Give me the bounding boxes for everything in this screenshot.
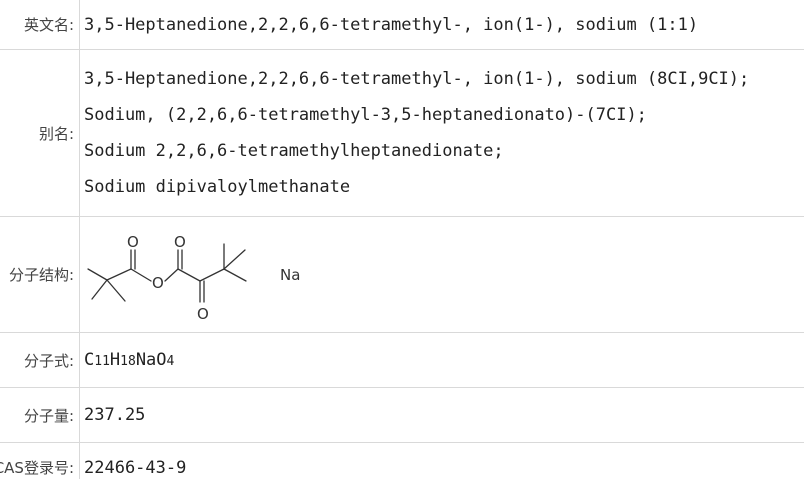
alias-line-3: Sodium 2,2,6,6-tetramethylheptanedionate… — [84, 141, 504, 161]
row-structure: 分子结构: — [0, 216, 804, 332]
row-english-name: 英文名: 3,5-Heptanedione,2,2,6,6-tetramethy… — [0, 0, 804, 49]
formula-part-nao: NaO — [135, 350, 167, 370]
alias-value: 3,5-Heptanedione,2,2,6,6-tetramethyl-, i… — [84, 50, 749, 216]
atom-o-bottom: O — [197, 305, 209, 323]
structure-label: 分子结构: — [8, 266, 74, 284]
alias-line-4: Sodium dipivaloylmethanate — [84, 177, 351, 197]
formula-part-h: H — [109, 350, 121, 370]
weight-value: 237.25 — [84, 405, 146, 425]
english-name-value: 3,5-Heptanedione,2,2,6,6-tetramethyl-, i… — [84, 14, 699, 35]
alias-label: 别名: — [38, 124, 74, 143]
cas-label: CAS登录号: — [0, 459, 74, 477]
row-alias: 别名: 3,5-Heptanedione,2,2,6,6-tetramethyl… — [0, 49, 804, 216]
structure-value: O O O O Na — [80, 217, 320, 332]
weight-label: 分子量: — [23, 406, 74, 425]
formula-label: 分子式: — [23, 351, 74, 370]
column-divider — [79, 0, 80, 479]
atom-o-top-right: O — [174, 233, 186, 251]
molecular-structure-diagram: O O O O Na — [87, 233, 300, 323]
alias-line-2: Sodium, (2,2,6,6-tetramethyl-3,5-heptane… — [84, 105, 647, 125]
alias-line-1: 3,5-Heptanedione,2,2,6,6-tetramethyl-, i… — [84, 69, 750, 89]
atom-o-top-left: O — [127, 233, 139, 251]
row-cas: CAS登录号: 22466-43-9 — [0, 442, 804, 492]
row-weight: 分子量: 237.25 — [0, 387, 804, 442]
atom-na: Na — [280, 266, 300, 284]
english-name-label: 英文名: — [23, 16, 74, 34]
cas-value: 22466-43-9 — [84, 457, 187, 478]
formula-part-c: C — [84, 350, 95, 370]
atom-o-ester: O — [152, 274, 164, 292]
